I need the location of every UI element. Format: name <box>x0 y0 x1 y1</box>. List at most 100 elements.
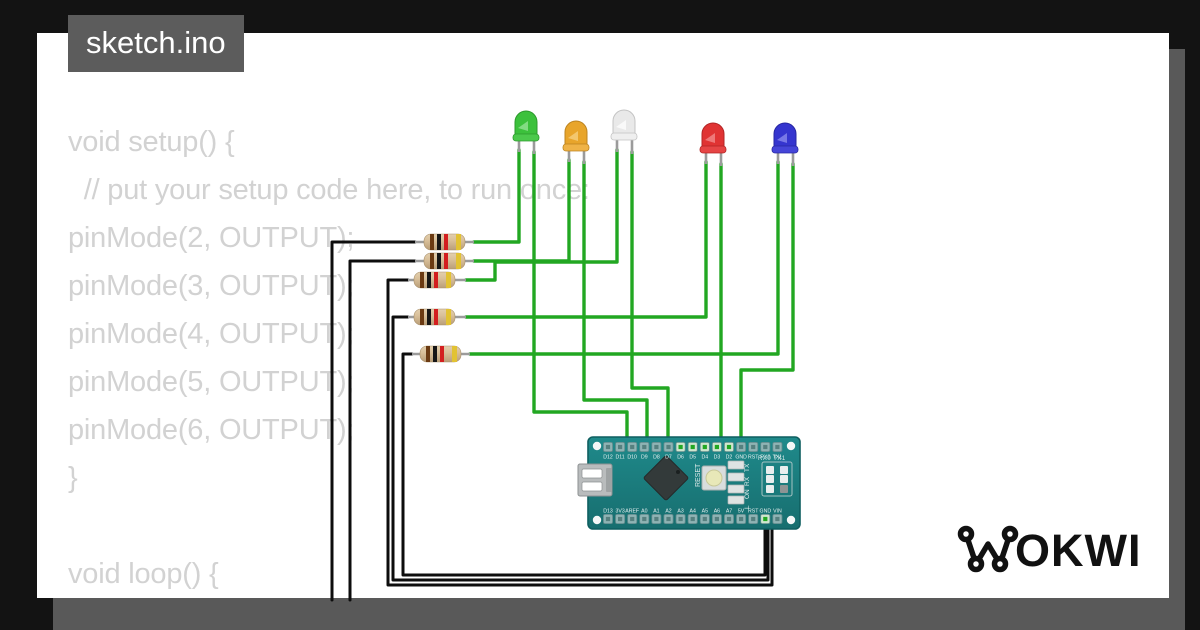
resistor-3[interactable] <box>408 271 466 289</box>
gnd-wire-r3 <box>386 278 774 587</box>
wire-r4-to-led-red <box>464 160 708 319</box>
wire-led-green-to-d6 <box>532 150 629 440</box>
svg-text:OKWI: OKWI <box>1015 525 1141 576</box>
resistor-1[interactable] <box>415 233 474 251</box>
pin-label-d13: D13 <box>603 509 613 515</box>
gnd-wire-r4 <box>391 315 770 582</box>
pin-label-a4: A4 <box>690 509 696 515</box>
pin-label-a5: A5 <box>702 509 708 515</box>
arduino-nano-board[interactable]: RESET TX RX ON L D1 <box>577 436 801 530</box>
wire-led-orange-to-d5 <box>582 160 649 440</box>
led-green[interactable] <box>512 110 540 154</box>
pin-hole-d8 <box>654 444 659 450</box>
pin-label-vin: VIN <box>773 509 782 515</box>
pin-hole-a7 <box>726 516 732 522</box>
pin-hole-d6 <box>678 444 683 450</box>
pin-hole-rx0 <box>763 444 768 450</box>
gnd-wire-r5 <box>401 352 767 577</box>
pin-label-gnd: GND <box>735 455 747 461</box>
on-label: ON <box>744 489 751 499</box>
resistor-5[interactable] <box>412 345 470 363</box>
pin-hole-d10 <box>630 444 635 450</box>
reset-button[interactable] <box>701 465 727 491</box>
mount-hole-tr <box>786 441 796 451</box>
pin-label-d9: D9 <box>641 455 648 461</box>
pin-label-a3: A3 <box>677 509 683 515</box>
pin-label-a6: A6 <box>714 509 720 515</box>
pin-label-a1: A1 <box>653 509 659 515</box>
pin-hole-d2 <box>726 444 732 450</box>
gnd-wire-r2 <box>348 259 417 602</box>
icsp-header <box>761 461 793 497</box>
pin-hole-gnd <box>763 516 768 522</box>
pin-hole-a3 <box>678 516 683 522</box>
usb-connector <box>577 463 613 497</box>
pin-hole-5v <box>739 516 744 522</box>
pin-label-5v: 5V <box>738 509 745 515</box>
rx0-tx1-label: RX0 TX1 <box>758 456 786 462</box>
led-blue[interactable] <box>771 122 799 166</box>
gnd-wire-r1 <box>330 240 417 602</box>
pin-label-d12: D12 <box>603 455 613 461</box>
signal-wires <box>464 148 795 440</box>
resistor-4[interactable] <box>408 308 466 326</box>
pin-hole-aref <box>630 516 635 522</box>
led-orange[interactable] <box>562 120 590 164</box>
led-white[interactable] <box>610 109 638 154</box>
led-group <box>512 109 799 166</box>
pin-hole-d11 <box>618 444 623 450</box>
pin-label-a0: A0 <box>641 509 647 515</box>
l-label: L <box>744 505 751 509</box>
mcu-chip <box>643 455 689 501</box>
pin-label-aref: AREF <box>625 509 639 515</box>
pin-label-d8: D8 <box>653 455 660 461</box>
pin-hole-d3 <box>714 444 719 450</box>
pin-hole-a5 <box>702 516 707 522</box>
wire-led-white-to-d4 <box>630 150 670 440</box>
status-leds <box>727 460 745 505</box>
pin-hole-vin <box>775 516 780 522</box>
pin-hole-d9 <box>642 444 647 450</box>
wire-r3-to-led-white <box>464 148 619 282</box>
pin-hole-gnd <box>739 444 744 450</box>
pin-label-d5: D5 <box>689 455 696 461</box>
file-tab-label: sketch.ino <box>86 25 226 60</box>
tx-label: TX <box>744 463 751 472</box>
pin-label-d7: D7 <box>665 455 672 461</box>
resistor-group <box>408 233 474 363</box>
pin-label-d10: D10 <box>627 455 637 461</box>
pin-label-rst: RST <box>748 455 759 461</box>
pin-label-d11: D11 <box>616 455 625 461</box>
pin-hole-d7 <box>666 444 671 450</box>
resistor-2[interactable] <box>415 252 474 270</box>
pin-label-d4: D4 <box>701 455 708 461</box>
pin-label-rst: RST <box>748 509 759 515</box>
wire-r2-to-led-orange <box>472 158 571 263</box>
pin-label-tx1: TX1 <box>773 455 783 461</box>
rx-label: RX <box>744 476 751 486</box>
pin-label-d3: D3 <box>714 455 721 461</box>
pin-hole-a0 <box>642 516 647 522</box>
ground-wires <box>330 240 774 602</box>
pin-label-gnd: GND <box>760 509 772 515</box>
pin-label-rx0: RX0 <box>760 455 770 461</box>
file-tab-sketch-ino[interactable]: sketch.ino <box>68 15 244 72</box>
pin-hole-3v3 <box>618 516 623 522</box>
wire-r5-to-led-blue <box>468 160 780 356</box>
led-red[interactable] <box>699 122 727 166</box>
pin-label-a7: A7 <box>726 509 732 515</box>
pin-label-a2: A2 <box>665 509 671 515</box>
pin-label-d6: D6 <box>677 455 684 461</box>
pin-hole-rst <box>751 516 756 522</box>
mount-hole-br <box>786 515 796 525</box>
pin-hole-rst <box>751 444 756 450</box>
pin-hole-d13 <box>605 516 611 522</box>
wokwi-logo: OKWI <box>957 525 1141 576</box>
pin-hole-d4 <box>702 444 707 450</box>
pin-hole-d5 <box>690 444 695 450</box>
mount-hole-bl <box>592 515 602 525</box>
